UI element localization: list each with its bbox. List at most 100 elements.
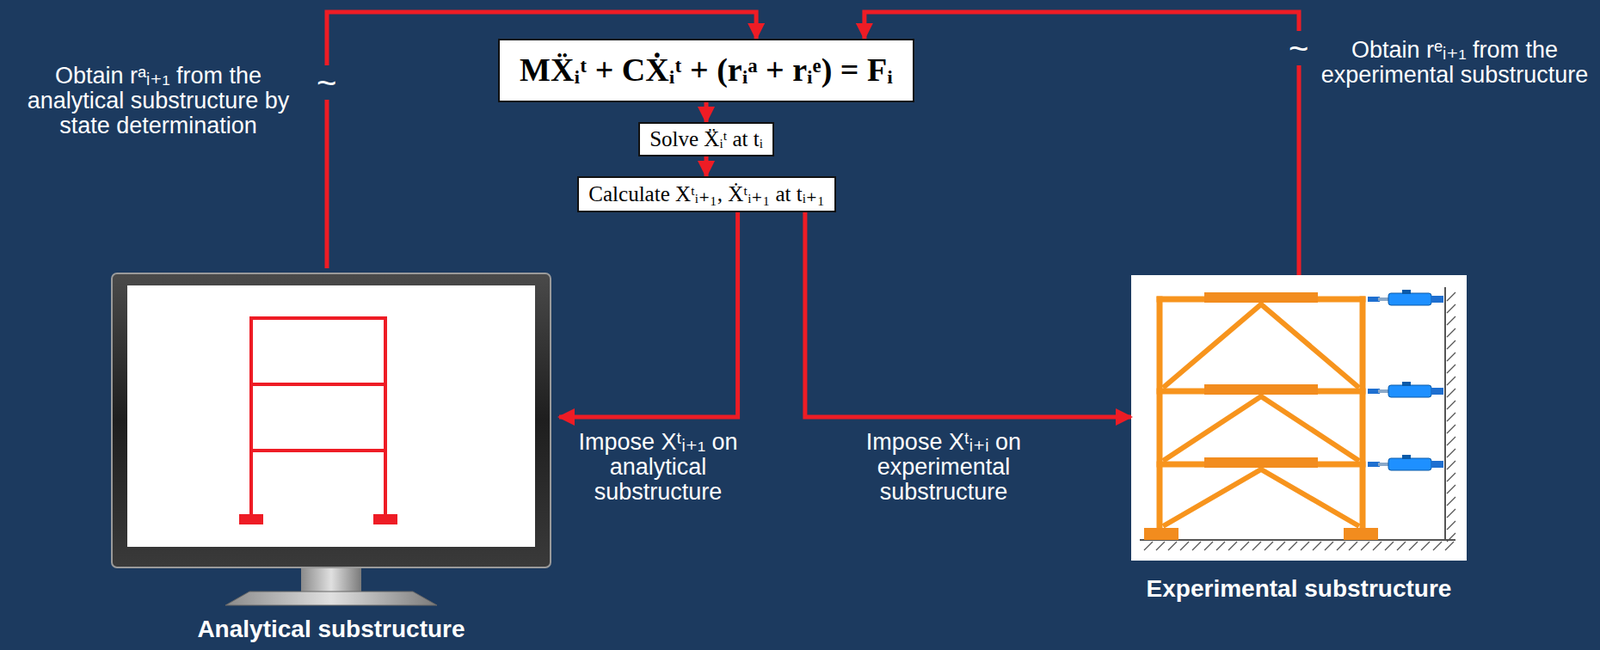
specimen-panel	[1131, 275, 1467, 561]
actuator-cylinder	[1388, 385, 1432, 398]
frame-column	[249, 316, 253, 517]
line-marker: ~	[314, 65, 339, 100]
hatch-stroke	[1144, 541, 1153, 551]
hatch-stroke	[1252, 541, 1262, 551]
flow-arrow	[704, 156, 709, 177]
analytical-frame	[249, 316, 388, 517]
actuator-valve	[1402, 381, 1411, 387]
hatch-stroke	[1446, 461, 1456, 470]
hatch-stroke	[1433, 541, 1442, 551]
frame-beam	[249, 316, 388, 320]
hatch-stroke	[1446, 388, 1456, 398]
flow-arrow	[805, 212, 1132, 418]
frame-column	[1360, 299, 1367, 530]
hatch-stroke	[1228, 541, 1237, 551]
frame-column	[1156, 299, 1164, 530]
steel-frame	[1159, 299, 1363, 530]
hatch-stroke	[1446, 352, 1456, 362]
hatch-stroke	[1156, 541, 1165, 551]
equation-box: MẌᵢᵗ + CẊᵢᵗ + (rᵢᵃ + rᵢᵉ) = Fᵢ	[498, 38, 915, 103]
hatch-stroke	[1312, 541, 1322, 551]
actuator-clevis	[1367, 296, 1380, 302]
hatching	[1144, 292, 1456, 551]
actuator-cylinder	[1388, 458, 1432, 471]
ground-line	[1139, 539, 1456, 542]
hatch-stroke	[1446, 304, 1456, 314]
hatch-stroke	[1372, 541, 1382, 551]
hatch-stroke	[1276, 541, 1286, 551]
hatch-stroke	[1216, 541, 1225, 551]
monitor-bezel	[111, 273, 551, 568]
frame-beam	[249, 449, 388, 453]
hatch-stroke	[1446, 328, 1456, 338]
base-plate	[1144, 528, 1179, 541]
actuator-valve	[1402, 455, 1411, 460]
monitor-screen	[127, 285, 536, 548]
hatch-stroke	[1180, 541, 1189, 551]
hatch-stroke	[1348, 541, 1358, 551]
fixed-support	[239, 514, 264, 525]
edge-label: Obtain rᵉᵢ₊₁ from the experimental subst…	[1314, 37, 1595, 88]
hatch-stroke	[1168, 541, 1177, 551]
fixed-support	[373, 514, 398, 525]
experimental-specimen: Experimental substructure	[1131, 275, 1467, 607]
flow-arrow	[864, 12, 1299, 276]
hatch-stroke	[1300, 541, 1310, 551]
monitor-base	[225, 591, 437, 606]
actuator-cylinder	[1388, 293, 1432, 306]
substructure-title: Experimental substructure	[1131, 576, 1467, 604]
box-text: MẌᵢᵗ + CẊᵢᵗ + (rᵢᵃ + rᵢᵉ) = Fᵢ	[519, 51, 893, 88]
hatch-stroke	[1204, 541, 1213, 551]
hatch-stroke	[1421, 541, 1430, 551]
flow-arrow	[704, 102, 709, 123]
slabs	[1144, 292, 1379, 541]
line-marker: ~	[1286, 30, 1311, 66]
hatch-stroke	[1446, 316, 1456, 326]
hatch-stroke	[1192, 541, 1201, 551]
base-plate	[1343, 528, 1379, 541]
hatch-stroke	[1336, 541, 1346, 551]
hatch-stroke	[1324, 541, 1334, 551]
process-box: Solve Ẍᵢᵗ at tᵢ	[638, 122, 775, 157]
monitor-neck	[301, 564, 362, 594]
actuator-mount	[1431, 295, 1444, 303]
process-box: Calculate Xᵗᵢ₊₁, Ẋᵗᵢ₊₁ at tᵢ₊₁	[577, 176, 837, 213]
frame-column	[383, 316, 388, 517]
hatch-stroke	[1288, 541, 1298, 551]
hatch-stroke	[1360, 541, 1370, 551]
actuator-mount	[1431, 461, 1444, 468]
hatch-stroke	[1446, 473, 1456, 482]
chevron-braces	[1163, 304, 1360, 527]
hatch-stroke	[1396, 541, 1406, 551]
brace	[1163, 469, 1360, 527]
slab	[1204, 457, 1318, 468]
hatch-stroke	[1264, 541, 1274, 551]
edge-label: Obtain rᵃᵢ₊₁ from the analytical substru…	[12, 63, 305, 139]
actuators	[1367, 289, 1444, 471]
analytical-monitor: Analytical substructure	[103, 268, 560, 647]
hatch-stroke	[1446, 340, 1456, 350]
hatch-stroke	[1445, 541, 1454, 551]
flow-arrow	[559, 212, 739, 418]
slab	[1204, 292, 1318, 303]
hatch-stroke	[1446, 485, 1456, 494]
substructure-title: Analytical substructure	[103, 616, 560, 644]
brace	[1163, 396, 1360, 462]
hatch-stroke	[1384, 541, 1394, 551]
hatch-stroke	[1446, 424, 1456, 434]
hatch-stroke	[1446, 292, 1456, 302]
box-text: Solve Ẍᵢᵗ at tᵢ	[649, 127, 764, 151]
reaction-wall	[1444, 287, 1447, 541]
hatch-stroke	[1446, 436, 1456, 446]
hatch-stroke	[1240, 541, 1250, 551]
edge-label: Impose Xᵗᵢ₊₁ on analytical substructure	[554, 430, 762, 505]
actuator-clevis	[1367, 388, 1380, 394]
actuator-mount	[1431, 387, 1444, 395]
brace	[1163, 304, 1360, 388]
hatch-stroke	[1446, 509, 1456, 518]
actuator-valve	[1402, 289, 1411, 295]
frame-beam	[249, 382, 388, 387]
hatch-stroke	[1446, 412, 1456, 422]
slab	[1204, 384, 1318, 395]
hatch-stroke	[1446, 497, 1456, 506]
